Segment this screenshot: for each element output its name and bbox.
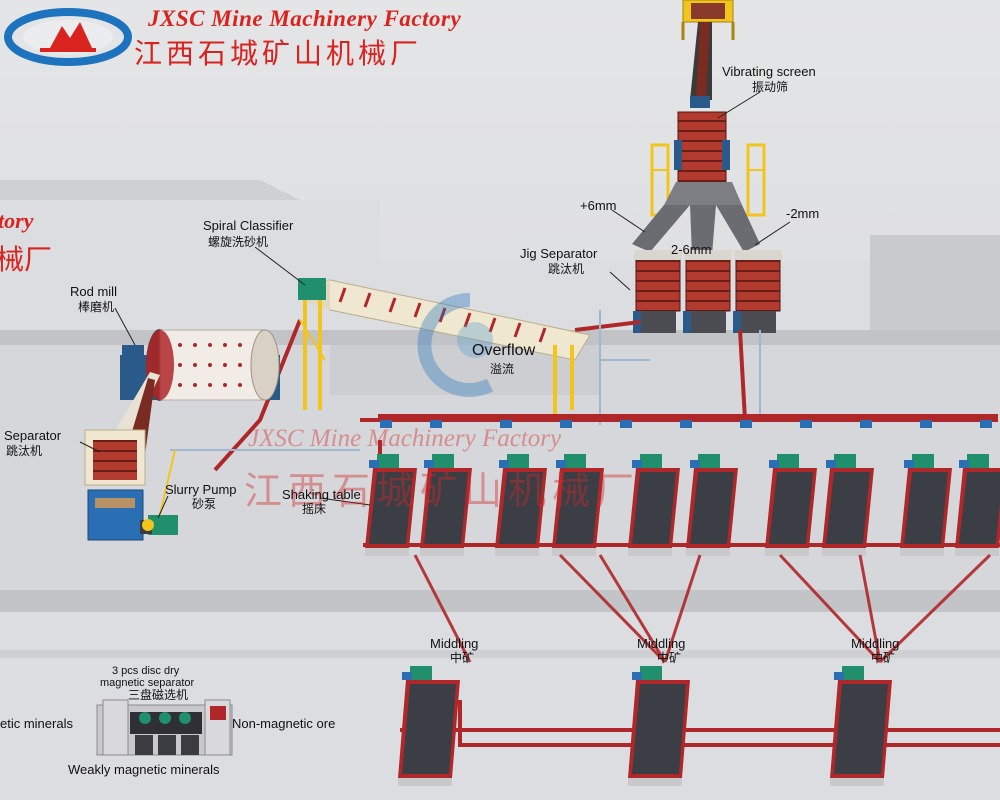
label-separator-zh: 跳汰机: [6, 444, 43, 458]
shaking-tables: [365, 454, 1000, 556]
brand-name-en: JXSC Mine Machinery Factory: [148, 6, 462, 31]
label-overflow: Overflow: [472, 342, 536, 359]
shaking-table-unit: [686, 454, 738, 556]
label-middling-3: Middling: [851, 636, 900, 651]
label-spiral-classifier-zh: 螺旋洗砂机: [208, 235, 269, 249]
label-overflow-zh: 溢流: [490, 362, 515, 376]
water-lines: [170, 310, 761, 451]
shaking-table-unit: [900, 454, 952, 556]
label-weakly-magnetic-minerals: Weakly magnetic minerals: [68, 762, 220, 777]
shaking-table-unit: [765, 454, 817, 556]
label-vibrating-screen-zh: 振动筛: [752, 80, 789, 94]
label-2-6mm: 2-6mm: [671, 242, 712, 257]
label-middling-1: Middling: [430, 636, 479, 651]
label-separator: Separator: [4, 428, 62, 443]
shaking-table-unit: [955, 454, 1000, 556]
label-magnetic-separator-line2: magnetic separator: [100, 677, 195, 689]
label-vibrating-screen: Vibrating screen: [722, 64, 816, 79]
label-slurry-pump-zh: 砂泵: [192, 497, 217, 511]
middling-shaking-table-unit: [628, 666, 690, 786]
label-magnetic-minerals: etic minerals: [0, 716, 73, 731]
spiral-classifier: [298, 278, 591, 420]
side-brand-fragment-zh: 械厂: [0, 243, 53, 276]
label-plus-6mm: +6mm: [580, 198, 617, 213]
label-slurry-pump: Slurry Pump: [165, 482, 237, 497]
jxsc-logo: [4, 8, 132, 66]
label-minus-2mm: -2mm: [786, 206, 820, 221]
label-jig-separator-zh: 跳汰机: [548, 262, 585, 276]
watermark-logo: [417, 292, 494, 397]
shaking-table-unit: [552, 454, 604, 556]
label-middling-3-zh: 中矿: [871, 651, 896, 665]
label-shaking-table-zh: 摇床: [302, 502, 327, 516]
label-shaking-table: Shaking table: [282, 487, 361, 502]
distribution-launder: [378, 414, 998, 428]
shaking-table-unit: [822, 454, 874, 556]
shaking-table-unit: [420, 454, 472, 556]
label-middling-2: Middling: [637, 636, 686, 651]
label-rod-mill: Rod mill: [70, 284, 117, 299]
middling-tables: [398, 666, 892, 786]
shaking-table-unit: [365, 454, 417, 556]
middling-pipes: [413, 553, 992, 664]
slurry-pump: [140, 449, 178, 535]
brand-name-zh: 江西石城矿山机械厂: [134, 37, 423, 70]
jig-separators: [633, 250, 782, 333]
vibrating-screen: [632, 111, 766, 255]
shaking-table-unit: [628, 454, 680, 556]
label-magnetic-separator-line1: 3 pcs disc dry: [112, 665, 180, 677]
disc-magnetic-separator: [96, 699, 233, 756]
label-magnetic-separator-zh: 三盘磁选机: [128, 688, 189, 702]
label-middling-2-zh: 中矿: [657, 651, 682, 665]
label-non-magnetic-ore: Non-magnetic ore: [232, 716, 336, 731]
shaking-table-unit: [495, 454, 547, 556]
label-rod-mill-zh: 棒磨机: [78, 300, 115, 314]
middling-shaking-table-unit: [398, 666, 460, 786]
leader-lines: [79, 91, 791, 519]
watermark-text-zh: 江西石城矿山机械厂: [244, 469, 641, 513]
lower-jig-separator: [84, 372, 160, 541]
label-jig-separator: Jig Separator: [520, 246, 598, 261]
feed-conveyor: [681, 0, 735, 108]
side-brand-fragment-en: tory: [0, 208, 34, 233]
label-middling-1-zh: 中矿: [450, 651, 475, 665]
middling-shaking-table-unit: [830, 666, 892, 786]
label-spiral-classifier: Spiral Classifier: [203, 218, 294, 233]
watermark-text-en: JXSC Mine Machinery Factory: [248, 425, 562, 452]
